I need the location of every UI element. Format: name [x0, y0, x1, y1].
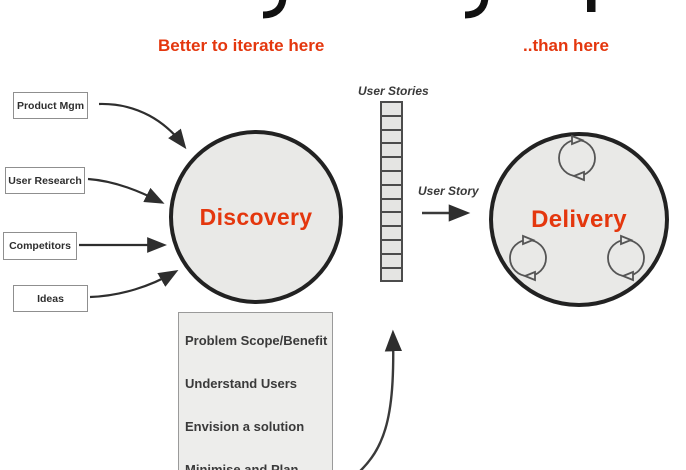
arrow-product-mgm: [98, 102, 187, 150]
discovery-label: Discovery: [199, 203, 313, 230]
discovery-circle: Discovery: [169, 130, 343, 304]
source-box-ideas: Ideas: [13, 285, 88, 312]
source-arrows: [79, 102, 187, 299]
source-box-user-research: User Research: [5, 167, 85, 194]
delivery-circle: Delivery: [489, 132, 669, 307]
caption-better-iterate-here: Better to iterate here: [158, 36, 325, 55]
activity-item: Minimise and Plan: [185, 462, 299, 470]
source-label: Competitors: [9, 240, 71, 252]
cropped-title-fragments: [262, 0, 596, 19]
caption-than-here: ..than here: [523, 36, 609, 55]
user-stories-title: User Stories: [358, 84, 429, 98]
source-label: Product Mgm: [16, 99, 85, 112]
source-label: User Research: [8, 174, 82, 187]
source-box-product-mgm: Product Mgm: [13, 92, 88, 119]
arrow-user-research: [87, 177, 165, 204]
source-label: Ideas: [37, 292, 64, 305]
discovery-activities-panel: Problem Scope/Benefit Understand Users E…: [178, 312, 333, 470]
user-story-flow-label: User Story: [418, 184, 479, 198]
arrow-ideas: [89, 270, 179, 299]
activity-item: Understand Users: [185, 376, 297, 391]
arrow-activities-to-backlog: [359, 329, 403, 470]
user-stories-stack: [380, 101, 403, 283]
user-story-cell: [380, 266, 403, 283]
activity-item: Problem Scope/Benefit: [185, 333, 328, 348]
delivery-label: Delivery: [531, 205, 627, 233]
source-box-competitors: Competitors: [3, 232, 77, 260]
activity-item: Envision a solution: [185, 419, 305, 434]
